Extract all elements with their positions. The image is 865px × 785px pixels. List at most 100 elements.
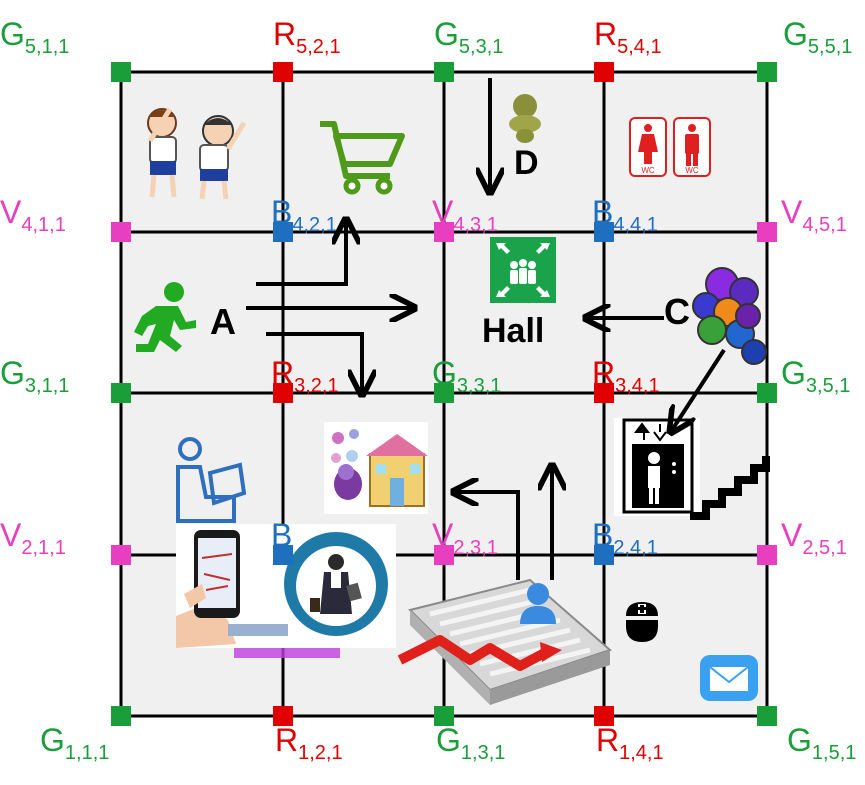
node-label: V2,3,1 (432, 519, 498, 558)
node-index: 4,5,1 (802, 214, 847, 236)
node-label: R5,4,1 (594, 18, 662, 57)
label-d: D (514, 144, 539, 182)
node-index: 5,1,1 (24, 36, 70, 58)
node-marker-g (757, 62, 777, 82)
node-index: 3,2,1 (294, 375, 339, 397)
node-label: G5,5,1 (783, 18, 852, 57)
node-marker-g (434, 706, 454, 726)
node-marker-v (434, 545, 454, 565)
arrow-a-to-toys (266, 332, 362, 392)
node-marker-b (273, 545, 293, 565)
node-index: 1,1,1 (64, 742, 110, 764)
restroom-icon: WC WC (629, 117, 711, 177)
mail-icon (700, 655, 758, 701)
reading-person-icon (176, 437, 247, 523)
node-letter: V (432, 194, 454, 230)
node-marker-r (594, 383, 614, 403)
node-letter: V (0, 194, 22, 230)
label-hall: Hall (482, 312, 545, 350)
node-label: G3,1,1 (0, 357, 69, 396)
smartphone-navigation-icon (176, 524, 396, 648)
arrow-user-left-up (456, 492, 520, 580)
node-label: V2,5,1 (781, 519, 847, 558)
node-label: B (271, 519, 292, 558)
node-index: 3,5,1 (805, 375, 851, 397)
node-index: 5,5,1 (807, 36, 853, 58)
node-index: 2,1,1 (21, 537, 66, 559)
node-marker-b (594, 222, 614, 242)
node-letter: R (273, 16, 297, 52)
node-letter: G (436, 722, 461, 758)
node-letter: G (783, 16, 808, 52)
node-letter: R (596, 722, 620, 758)
node-label: R3,4,1 (592, 357, 660, 396)
node-letter: V (781, 194, 803, 230)
node-index: 1,3,1 (460, 742, 506, 764)
node-marker-r (594, 706, 614, 726)
node-marker-g (757, 706, 777, 726)
node-marker-r (273, 706, 293, 726)
node-letter: G (787, 722, 812, 758)
node-label: B4,4,1 (592, 196, 658, 235)
node-label: V4,5,1 (781, 196, 847, 235)
node-letter: V (781, 517, 803, 553)
node-label: R5,2,1 (273, 18, 341, 57)
node-label: V4,1,1 (0, 196, 66, 235)
elevator-icon (614, 418, 700, 516)
node-marker-g (434, 62, 454, 82)
node-label: B2,4,1 (592, 519, 658, 558)
label-c: C (664, 291, 690, 332)
node-marker-b (594, 545, 614, 565)
node-index: 5,3,1 (458, 36, 504, 58)
node-index: 1,2,1 (298, 742, 343, 764)
node-label: B4,2,1 (271, 196, 337, 235)
arrow-crowd-to-elevator (672, 348, 726, 430)
maze-icon (397, 578, 612, 705)
shopping-cart-icon (320, 121, 405, 195)
node-letter: G (0, 16, 25, 52)
node-index: 4,2,1 (292, 214, 337, 236)
node-marker-v (111, 545, 131, 565)
node-letter: B (271, 194, 293, 230)
label-a: A (210, 301, 236, 342)
node-marker-r (273, 62, 293, 82)
node-index: 4,4,1 (613, 214, 658, 236)
node-marker-g (111, 706, 131, 726)
nurse-icon (626, 602, 658, 642)
node-label: V2,1,1 (0, 519, 66, 558)
grid-cell (121, 232, 283, 393)
running-person-icon (134, 282, 196, 352)
node-marker-v (111, 222, 131, 242)
node-label: G5,1,1 (0, 18, 69, 57)
node-letter: R (275, 722, 299, 758)
stairs-icon (690, 456, 770, 520)
node-letter: R (592, 355, 616, 391)
arrow-a-to-cart (256, 222, 346, 286)
node-index: 1,4,1 (619, 742, 664, 764)
node-letter: G (40, 722, 65, 758)
node-letter: V (432, 517, 454, 553)
node-index: 4,3,1 (453, 214, 498, 236)
node-index: 5,2,1 (296, 36, 341, 58)
node-label: G1,5,1 (787, 724, 856, 763)
node-index: 2,5,1 (802, 537, 847, 559)
wc-right-label: WC (685, 166, 699, 175)
node-label: G5,3,1 (434, 18, 503, 57)
node-label: R1,4,1 (596, 724, 664, 763)
grid-nodes (111, 62, 777, 726)
node-letter: G (432, 355, 457, 391)
node-marker-r (273, 383, 293, 403)
node-index: 3,4,1 (615, 375, 660, 397)
node-label: G1,1,1 (40, 724, 109, 763)
user-icon (520, 583, 556, 624)
node-marker-b (273, 222, 293, 242)
node-label: G3,5,1 (781, 357, 850, 396)
node-letter: R (271, 355, 295, 391)
node-letter: R (594, 16, 618, 52)
node-index: 5,4,1 (617, 36, 662, 58)
node-label: G3,3,1 (432, 357, 501, 396)
node-marker-g (757, 383, 777, 403)
node-index: 4,1,1 (21, 214, 66, 236)
wc-left-label: WC (641, 166, 655, 175)
node-marker-g (111, 383, 131, 403)
